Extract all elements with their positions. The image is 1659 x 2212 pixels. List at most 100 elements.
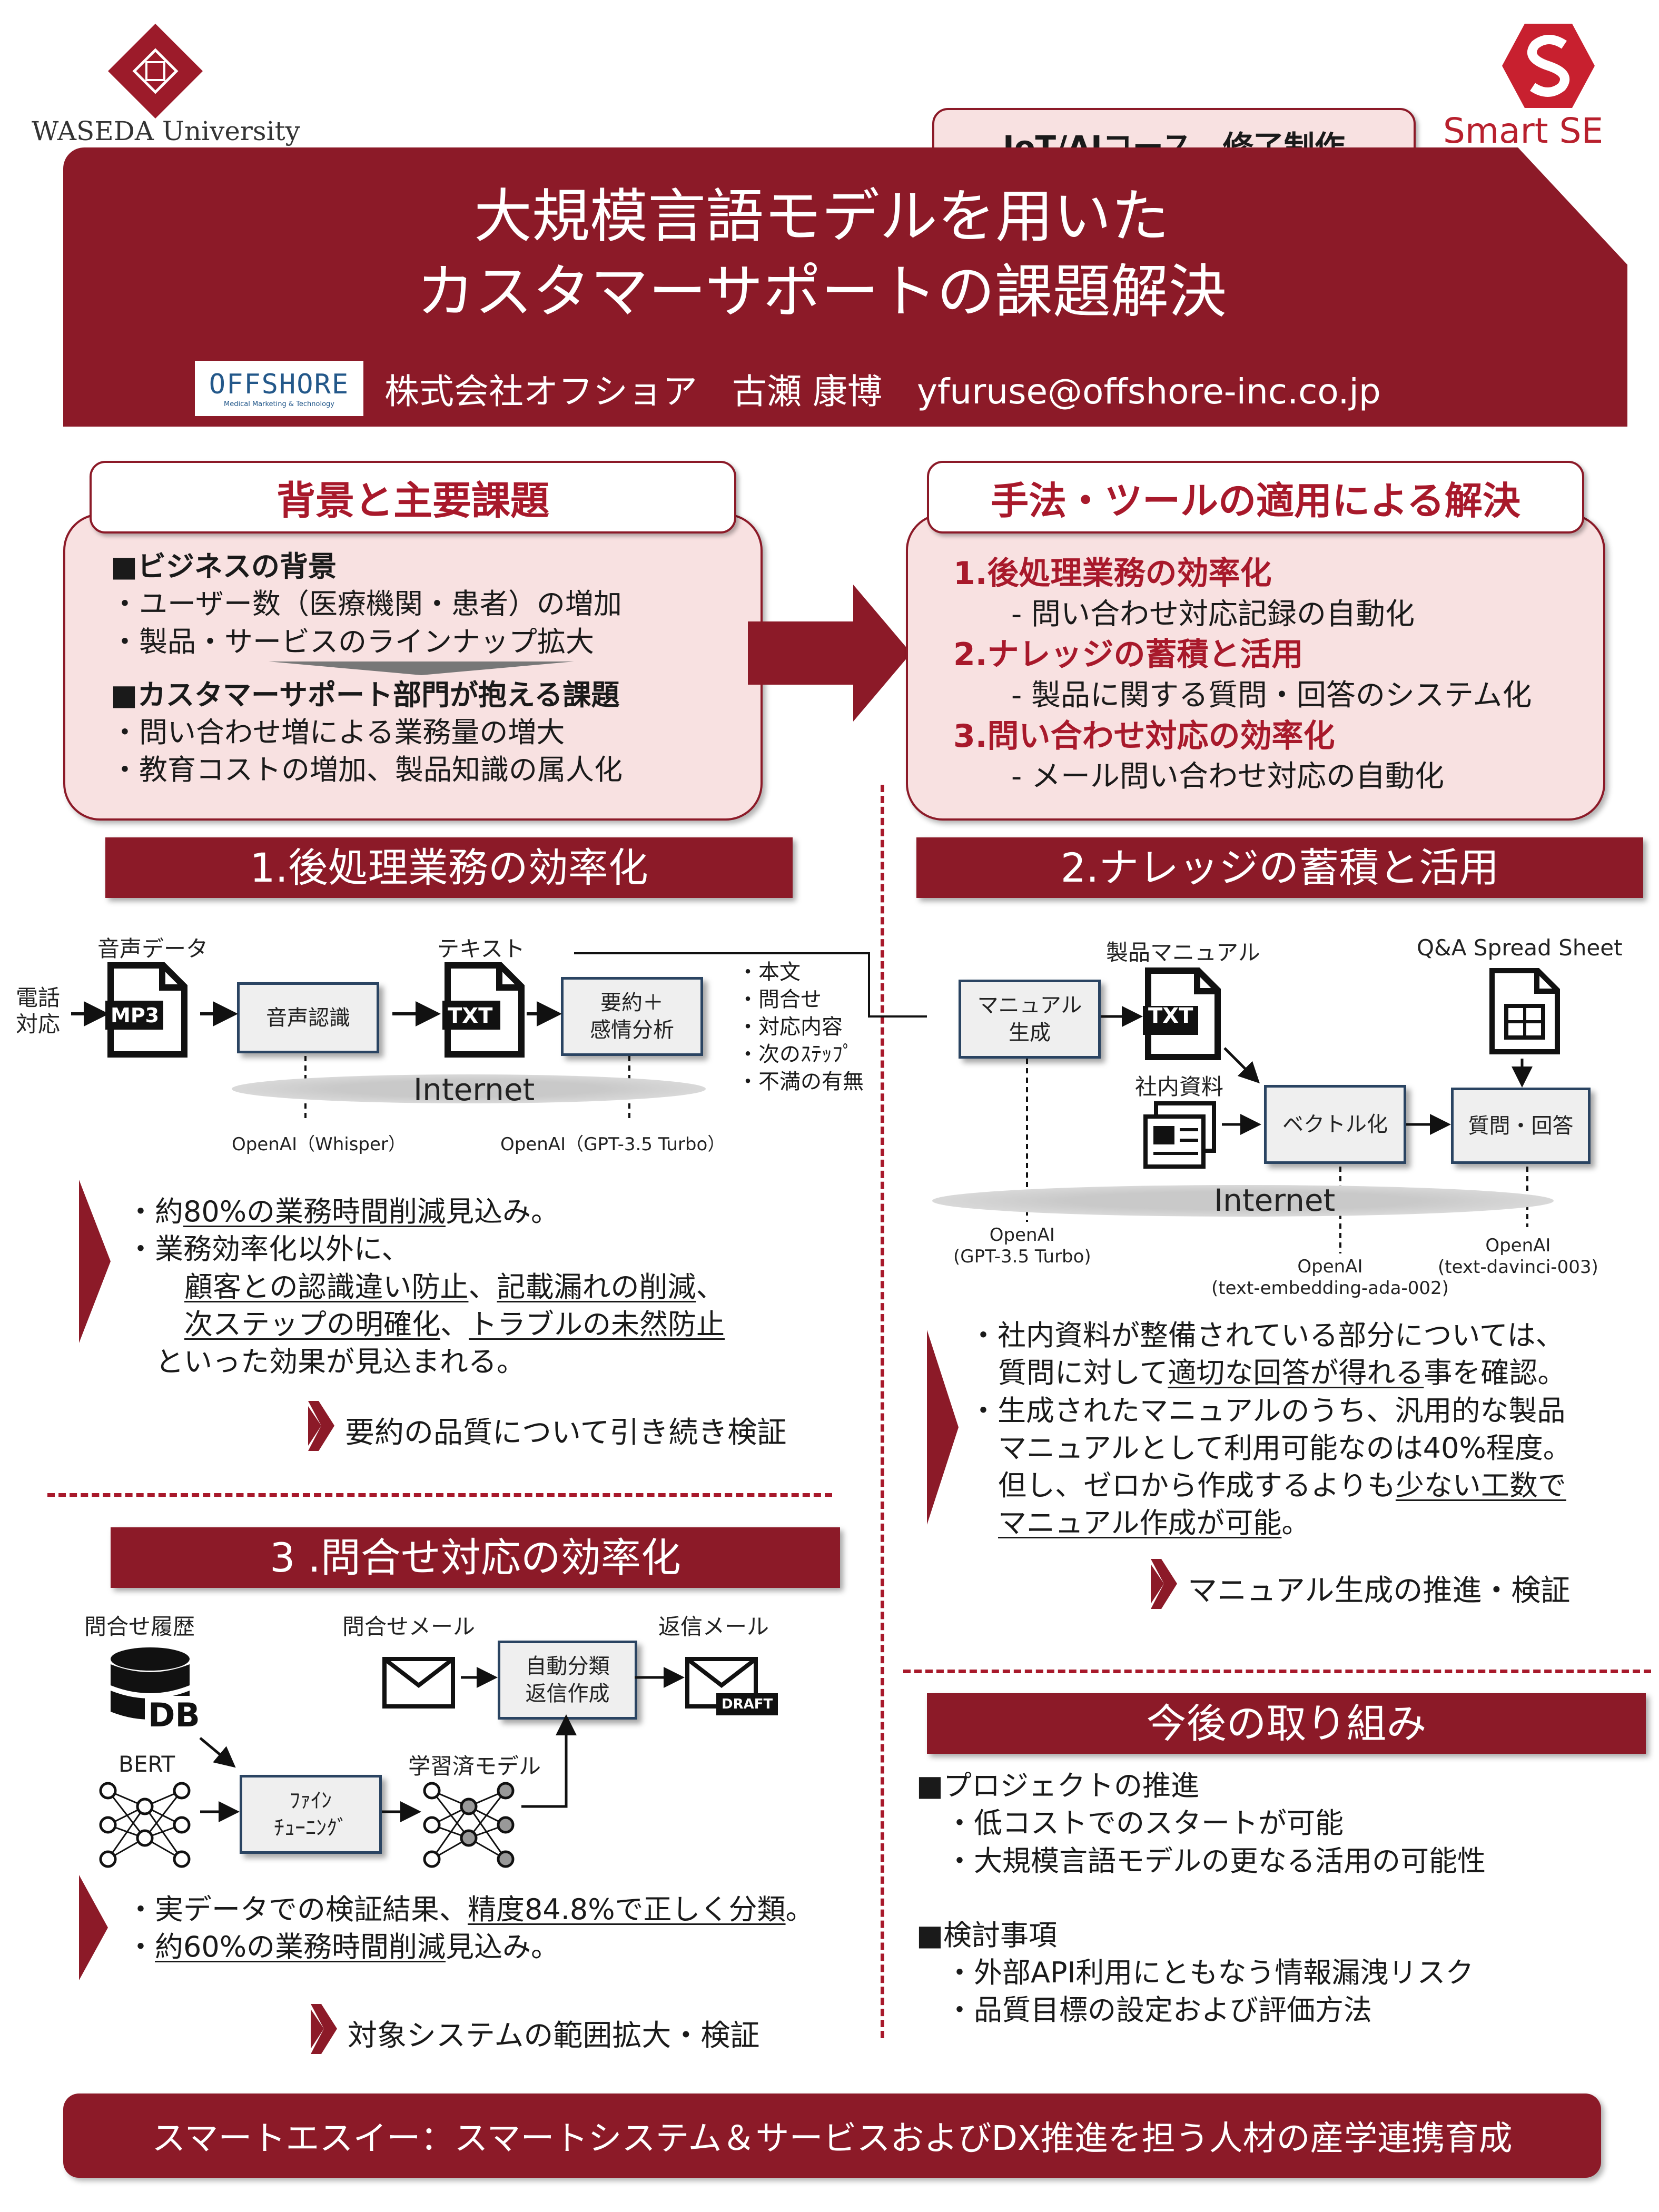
solution-item-sub: - 製品に関する質問・回答のシステム化 <box>1011 678 1532 713</box>
phone-label: 電話 対応 <box>16 985 61 1038</box>
section2-heading: 2.ナレッジの蓄積と活用 <box>916 837 1643 898</box>
solution-item-title: 2.ナレッジの蓄積と活用 <box>953 636 1303 674</box>
result-text: 質問に対して <box>998 1356 1168 1390</box>
section1-heading-text: 1.後処理業務の効率化 <box>250 844 648 891</box>
txt-file-icon <box>1143 967 1221 1060</box>
next-arrow-icon <box>311 2004 337 2054</box>
effect-line: 顧客との認識違い防止、記載漏れの削減、 <box>126 1268 827 1306</box>
section3-heading: 3 .問合せ対応の効率化 <box>111 1527 840 1588</box>
mp3-file-icon <box>105 962 187 1058</box>
internet-cloud <box>232 1074 706 1103</box>
section3-heading-text: 3 .問合せ対応の効率化 <box>270 1534 681 1581</box>
audio-data-label: 音声データ <box>97 936 209 962</box>
result-line: マニュアル作成が可能。 <box>969 1504 1648 1542</box>
effect-sep: 、 <box>468 1270 497 1303</box>
section1-results: ・約80%の業務時間削減見込み。 ・業務効率化以外に、 顧客との認識違い防止、記… <box>126 1193 827 1380</box>
section1-next: 要約の品質について引き続き検証 <box>345 1416 787 1450</box>
result-line: ・約60%の業務時間削減見込み。 <box>126 1928 864 1966</box>
solution-item-sub: - 問い合わせ対応記録の自動化 <box>1011 597 1415 631</box>
background-heading-text: 背景と主要課題 <box>276 478 549 524</box>
result-text: ・ <box>126 1930 155 1964</box>
api-label-gpt: OpenAI (GPT-3.5 Turbo) <box>953 1224 1091 1267</box>
future-content: ■プロジェクトの推進 ・低コストでのスタートが可能 ・大規模言語モデルの更なる活… <box>916 1767 1643 2029</box>
future-title: ■プロジェクトの推進 <box>916 1769 1200 1802</box>
effect-sep: 、 <box>696 1270 725 1303</box>
horizontal-divider <box>903 1670 1651 1673</box>
history-label: 問合せ履歴 <box>84 1614 195 1640</box>
effect-highlight: 顧客との認識違い防止 <box>184 1270 469 1303</box>
result-line: ・実データでの検証結果、精度84.8%で正しく分類。 <box>126 1891 864 1928</box>
future-heading-text: 今後の取り組み <box>1146 1700 1427 1747</box>
section2-heading-text: 2.ナレッジの蓄積と活用 <box>1060 844 1499 891</box>
classify-box: 自動分類 返信作成 <box>498 1641 637 1720</box>
reply-mail-label: 返信メール <box>658 1614 769 1640</box>
inquiry-mail-label: 問合せメール <box>342 1614 476 1640</box>
neural-network-icon <box>99 1782 191 1868</box>
result-text: ・約 <box>126 1195 183 1228</box>
section3-results: ・実データでの検証結果、精度84.8%で正しく分類。 ・約60%の業務時間削減見… <box>126 1891 864 1966</box>
result-highlight: 精度84.8%で正しく分類 <box>468 1893 786 1926</box>
output-item: ・不満の有無 <box>737 1070 864 1094</box>
future-item: ・外部API利用にともなう情報漏洩リスク <box>945 1956 1474 1990</box>
vectorize-text: ベクトル化 <box>1282 1112 1388 1137</box>
result-text: ・実データでの検証結果、 <box>126 1893 468 1926</box>
solution-heading-text: 手法・ツールの適用による解決 <box>991 478 1520 523</box>
result-highlight: 約60%の業務時間削減 <box>155 1930 446 1964</box>
section2-results: ・社内資料が整備されている部分については、 質問に対して適切な回答が得れる事を確… <box>969 1317 1648 1542</box>
output-item: ・対応内容 <box>737 1015 843 1039</box>
result-text: 但し、ゼロから作成するよりも <box>998 1469 1396 1503</box>
business-title: ■ビジネスの背景 <box>111 550 337 583</box>
brand-name: Smart SE <box>1443 111 1604 151</box>
txt-badge: TXT <box>448 1004 493 1028</box>
next-arrow-icon <box>1151 1559 1177 1609</box>
trained-network-icon <box>423 1782 515 1868</box>
result-highlight: 適切な回答が得れる <box>1168 1356 1424 1390</box>
api-label-gpt: OpenAI（GPT-3.5 Turbo） <box>500 1134 726 1155</box>
draft-badge: DRAFT <box>716 1693 778 1715</box>
finetune-box: ﾌｧｲﾝ ﾁｭｰﾆﾝｸﾞ <box>240 1775 382 1854</box>
business-item: ・製品・サービスのラインナップ拡大 <box>111 625 594 658</box>
background-content: ■ビジネスの背景 ・ユーザー数（医療機関・患者）の増加 ・製品・サービスのライン… <box>111 548 743 789</box>
result-highlight: 少ない工数で <box>1395 1469 1566 1503</box>
issues-item: ・教育コストの増加、製品知識の属人化 <box>111 753 623 787</box>
output-item: ・次のｽﾃｯﾌﾟ <box>737 1042 853 1066</box>
future-heading: 今後の取り組み <box>927 1693 1646 1754</box>
result-text: 。 <box>1281 1506 1310 1540</box>
solution-heading: 手法・ツールの適用による解決 <box>927 461 1584 534</box>
internet-label: Internet <box>1214 1182 1336 1218</box>
section3-next: 対象システムの範囲拡大・検証 <box>348 2019 760 2053</box>
solution-item-sub: - メール問い合わせ対応の自動化 <box>1011 759 1445 794</box>
result-text: 見込み。 <box>446 1195 560 1228</box>
footer-text: スマートエスイー：スマートシステム＆サービスおよびDX推進を担う人材の産学連携育… <box>152 2119 1513 2158</box>
issues-title: ■カスタマーサポート部門が抱える課題 <box>111 678 620 712</box>
summary-box: 要約＋ 感情分析 <box>561 977 703 1056</box>
solution-item-title: 1.後処理業務の効率化 <box>953 555 1272 592</box>
output-list: ・本文 ・問合せ ・対応内容 ・次のｽﾃｯﾌﾟ ・不満の有無 <box>737 959 864 1095</box>
footer-banner: スマートエスイー：スマートシステム＆サービスおよびDX推進を担う人材の産学連携育… <box>63 2094 1601 2178</box>
txt-badge: TXT <box>1148 1004 1193 1028</box>
speech-recognition-text: 音声認識 <box>266 1005 350 1030</box>
documents-icon <box>1143 1101 1216 1169</box>
result-chevron-icon <box>79 1875 108 1980</box>
page-title: 大規模言語モデルを用いた カスタマーサポートの課題解決 <box>63 179 1580 330</box>
internal-docs-label: 社内資料 <box>1135 1074 1224 1100</box>
result-line: ・約80%の業務時間削減見込み。 <box>126 1193 827 1230</box>
flow-arrows <box>71 952 927 1119</box>
result-line: 但し、ゼロから作成するよりも少ない工数で <box>969 1467 1648 1504</box>
company-logo-text: OFFSHORE <box>209 369 350 400</box>
solution-content: 1.後処理業務の効率化 - 問い合わせ対応記録の自動化 2.ナレッジの蓄積と活用… <box>953 553 1585 797</box>
company-logo: OFFSHORE Medical Marketing & Technology <box>195 361 363 416</box>
text-label: テキスト <box>437 936 525 962</box>
output-item: ・本文 <box>737 960 801 984</box>
section1-diagram: 電話 対応 音声データ MP3 音声認識 テキスト TXT 要約＋ 感情分析 ・… <box>0 927 927 1164</box>
db-label: DB <box>145 1696 203 1734</box>
qa-sheet-label: Q&A Spread Sheet <box>1417 935 1623 961</box>
waseda-logo: WASEDA University <box>32 21 300 146</box>
result-line: ・業務効率化以外に、 <box>126 1232 410 1266</box>
chevron-down-icon <box>111 660 743 676</box>
classify-text: 自動分類 返信作成 <box>525 1654 610 1706</box>
flow-arrows <box>199 1667 685 1822</box>
spacer <box>916 1880 1643 1917</box>
future-item: ・品質目標の設定および評価方法 <box>945 1993 1372 2027</box>
effect-tail: といった効果が見込まれる。 <box>155 1345 525 1379</box>
